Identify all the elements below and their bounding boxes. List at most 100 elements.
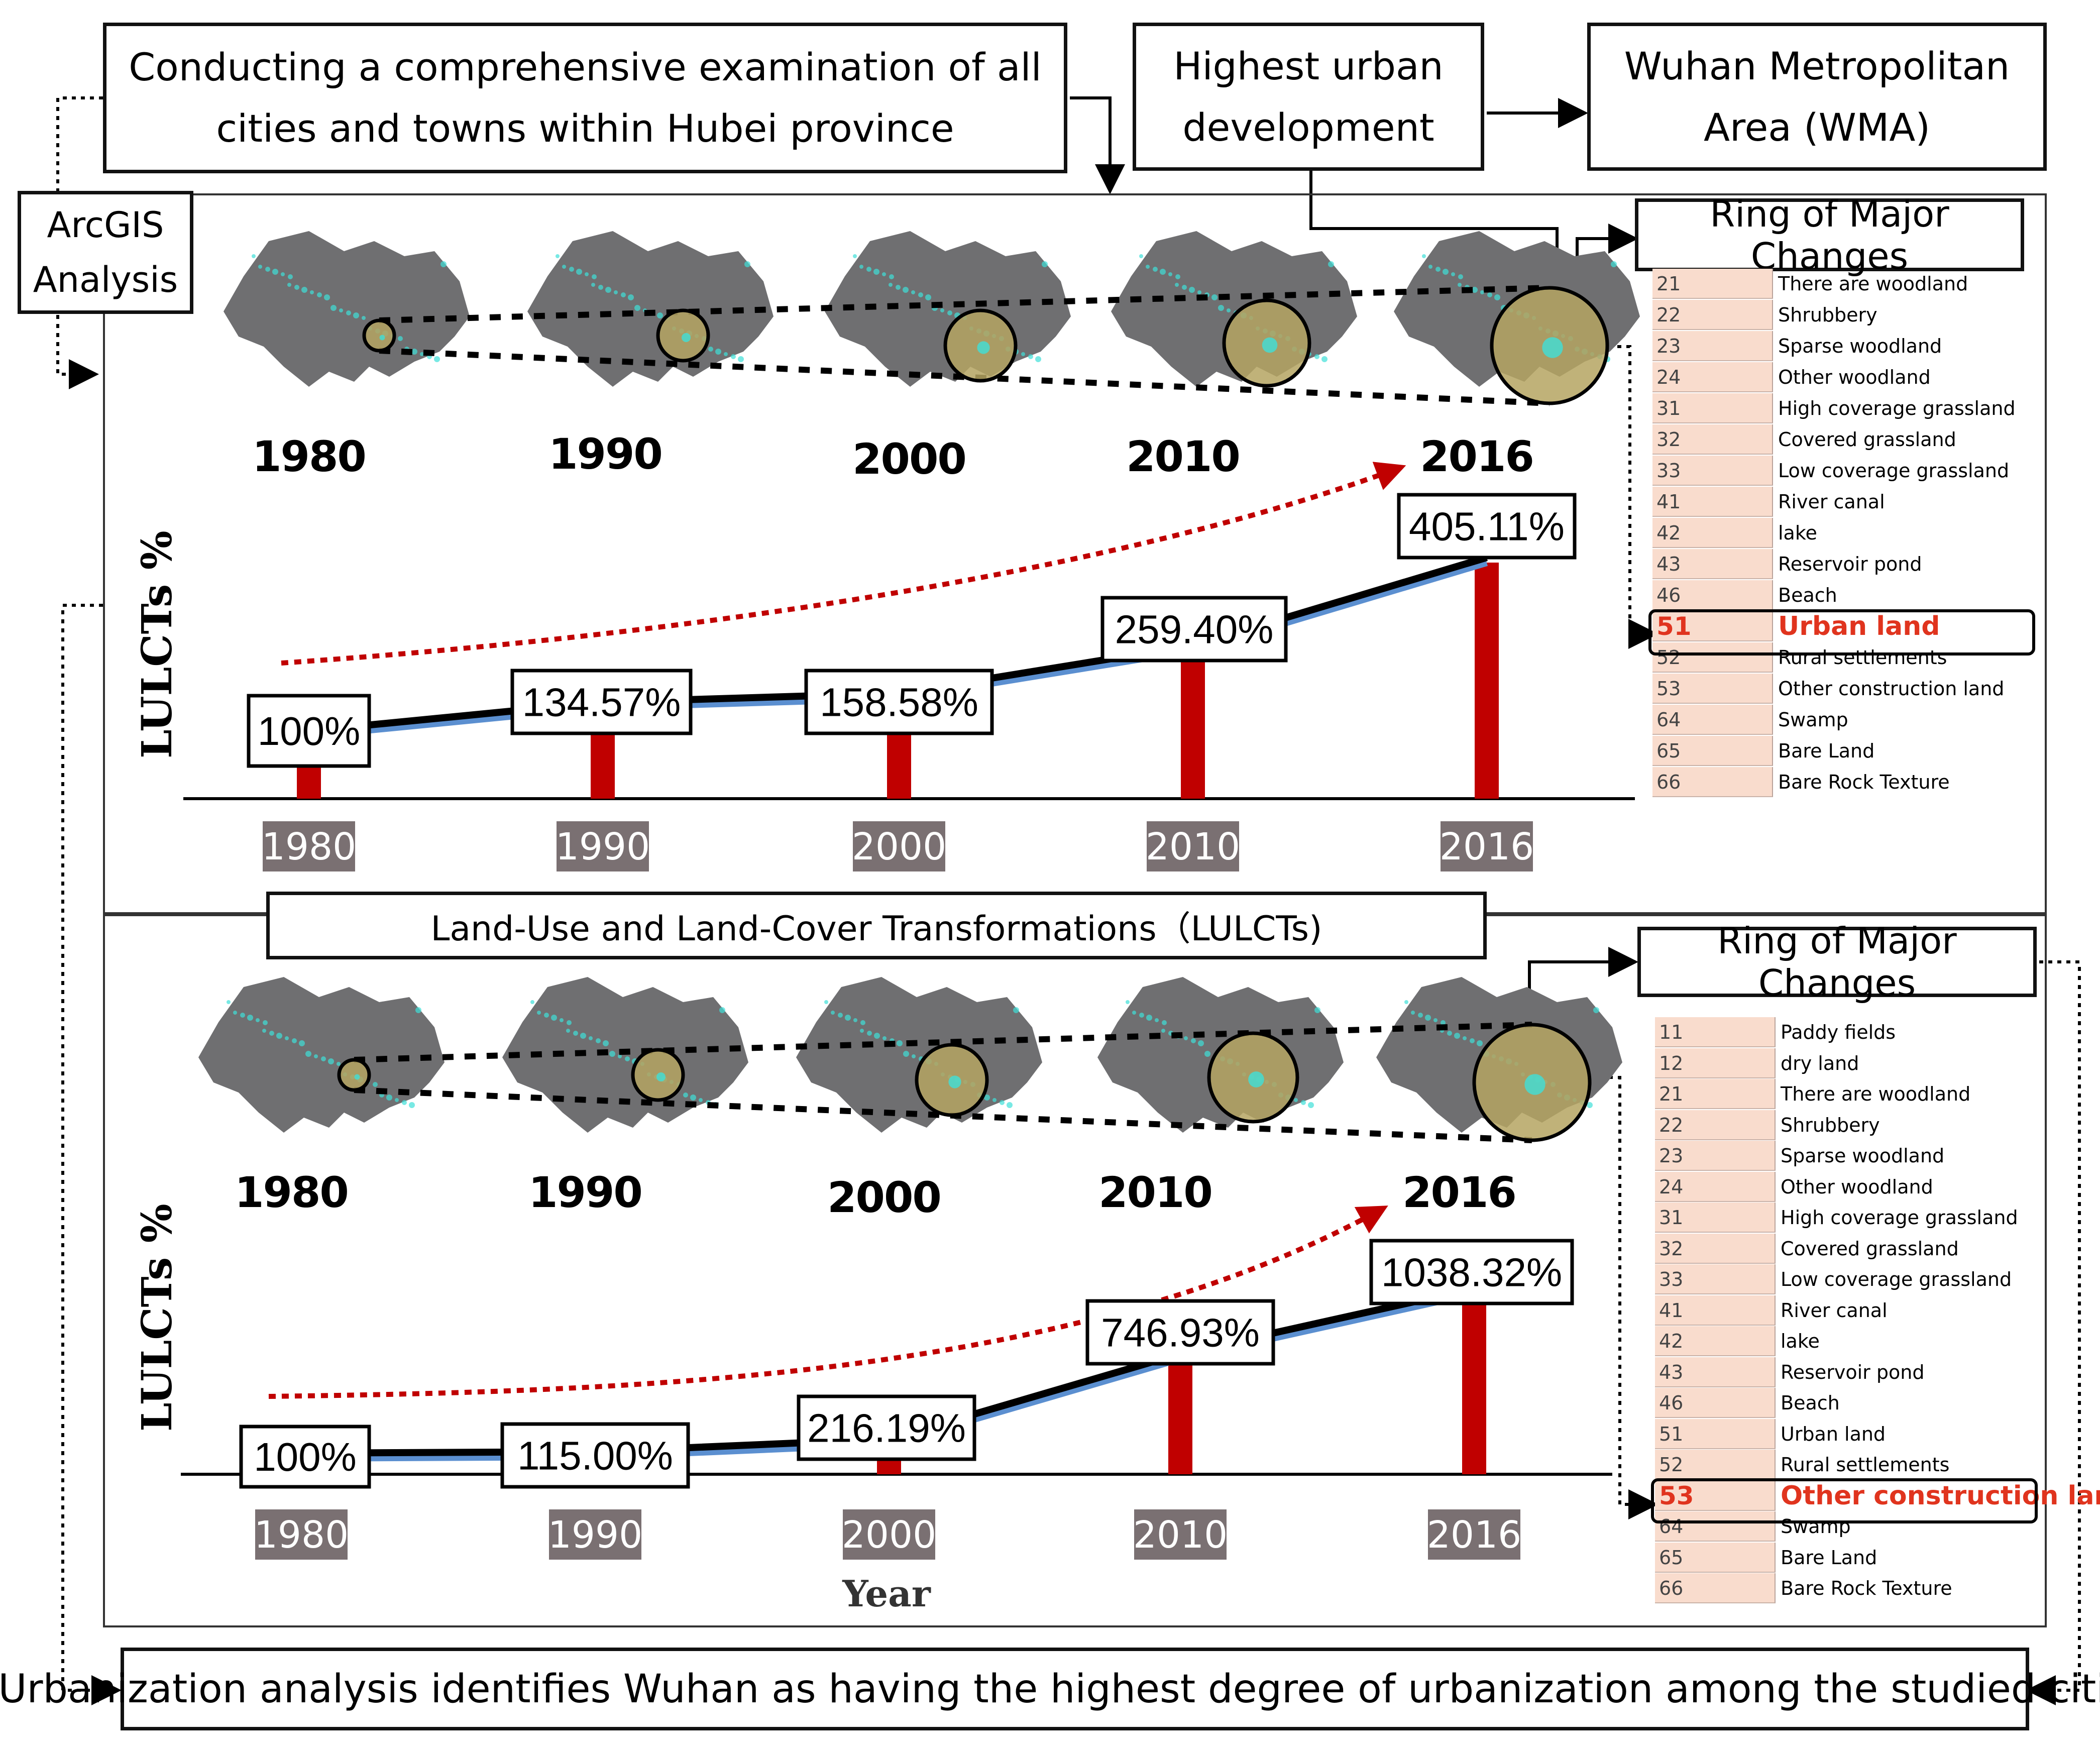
land-pixel bbox=[252, 254, 256, 258]
land-pixel bbox=[628, 294, 634, 300]
legend-code: 43 bbox=[1655, 1357, 1776, 1387]
land-pixel bbox=[373, 1082, 378, 1087]
land-pixel bbox=[866, 267, 871, 272]
legend-code: 41 bbox=[1652, 487, 1773, 517]
legend-name: lake bbox=[1778, 522, 1817, 544]
land-pixel bbox=[573, 1031, 578, 1036]
envelope-line bbox=[354, 1022, 1532, 1063]
legend-name: Beach bbox=[1781, 1392, 1840, 1414]
land-pixel bbox=[1487, 292, 1492, 297]
x-tick-bg bbox=[843, 1509, 935, 1560]
land-pixel bbox=[544, 1013, 549, 1018]
land-pixel bbox=[567, 1020, 572, 1025]
urban-core bbox=[656, 1072, 666, 1081]
land-pixel bbox=[625, 1056, 630, 1061]
land-pixel bbox=[240, 1013, 245, 1018]
urban-core bbox=[1248, 1071, 1264, 1087]
land-pixel bbox=[265, 267, 270, 272]
legend-code: 31 bbox=[1655, 1203, 1776, 1233]
envelope-line bbox=[354, 1087, 1532, 1143]
change-ring bbox=[337, 1058, 371, 1092]
legend-name: Sparse woodland bbox=[1781, 1145, 1945, 1167]
value-label: 134.57% bbox=[522, 680, 681, 725]
land-pixel bbox=[591, 283, 595, 287]
legend-code: 24 bbox=[1655, 1171, 1776, 1202]
land-pixel bbox=[1197, 290, 1201, 294]
land-pixel bbox=[227, 1000, 231, 1004]
land-pixel bbox=[609, 1051, 615, 1057]
x-tick-label: 2000 bbox=[852, 825, 946, 868]
land-pixel bbox=[853, 254, 857, 258]
land-pixel bbox=[882, 1036, 887, 1040]
x-tick-bg bbox=[1428, 1509, 1520, 1560]
x-tick-bg bbox=[853, 821, 945, 871]
value-label-box bbox=[1100, 596, 1288, 663]
land-pixel bbox=[1463, 1036, 1467, 1040]
legend-code: 33 bbox=[1655, 1264, 1776, 1294]
legend-name: Urban land bbox=[1781, 1423, 1886, 1445]
legend-name: Other woodland bbox=[1781, 1175, 1933, 1198]
land-pixel bbox=[1218, 305, 1224, 311]
x-tick-bg bbox=[557, 821, 649, 871]
land-pixel bbox=[719, 1007, 725, 1013]
land-pixel bbox=[580, 1033, 586, 1039]
legend-code: 33 bbox=[1652, 456, 1773, 486]
value-label-box bbox=[510, 669, 693, 735]
value-label-box bbox=[804, 669, 994, 735]
land-pixel bbox=[592, 274, 597, 279]
map-year-label: 2016 bbox=[1420, 432, 1534, 481]
land-pixel bbox=[537, 1011, 541, 1015]
arcgis-text: ArcGIS Analysis bbox=[33, 204, 178, 300]
land-pixel bbox=[272, 269, 278, 275]
land-pixel bbox=[1308, 1102, 1314, 1108]
legend-code: 22 bbox=[1655, 1110, 1776, 1140]
land-pixel bbox=[1611, 261, 1617, 267]
growth-arrow bbox=[268, 1206, 1388, 1399]
x-axis-label: Year bbox=[842, 1572, 931, 1615]
legend-name: River canal bbox=[1781, 1299, 1888, 1322]
urban-core bbox=[354, 1074, 360, 1080]
legend-name: High coverage grassland bbox=[1781, 1207, 2018, 1229]
map-year-label: 1990 bbox=[528, 1168, 643, 1217]
legend-name: Reservoir pond bbox=[1781, 1361, 1925, 1383]
value-label: 216.19% bbox=[807, 1406, 966, 1451]
land-pixel bbox=[420, 352, 424, 356]
conclusion-text: Urbanization analysis identifies Wuhan a… bbox=[0, 1666, 2100, 1712]
legend-highlight-box bbox=[1651, 1478, 2038, 1523]
land-pixel bbox=[1035, 356, 1041, 362]
urban-core bbox=[682, 333, 691, 342]
x-tick-label: 2010 bbox=[1146, 825, 1240, 868]
land-pixel bbox=[1443, 269, 1449, 275]
land-pixel bbox=[683, 1093, 688, 1098]
land-pixel bbox=[715, 349, 721, 355]
land-pixel bbox=[621, 292, 626, 297]
land-pixel bbox=[285, 1036, 289, 1040]
legend-name: Paddy fields bbox=[1781, 1021, 1896, 1043]
land-pixel bbox=[328, 1058, 334, 1064]
land-pixel bbox=[1428, 265, 1432, 269]
land-pixel bbox=[1153, 267, 1158, 272]
land-pixel bbox=[321, 1056, 326, 1061]
land-pixel bbox=[918, 292, 923, 297]
legend-name: Reservoir pond bbox=[1778, 553, 1922, 575]
envelope-line bbox=[379, 348, 1550, 406]
land-pixel bbox=[912, 1054, 916, 1058]
land-pixel bbox=[262, 1029, 266, 1033]
land-pixel bbox=[1328, 261, 1334, 267]
legend-code: 65 bbox=[1652, 736, 1773, 766]
land-pixel bbox=[556, 254, 560, 258]
wma-text: Wuhan Metropolitan Area (WMA) bbox=[1624, 43, 2010, 150]
land-pixel bbox=[1204, 1051, 1210, 1057]
land-pixel bbox=[1587, 1102, 1593, 1108]
land-pixel bbox=[1198, 1040, 1204, 1046]
